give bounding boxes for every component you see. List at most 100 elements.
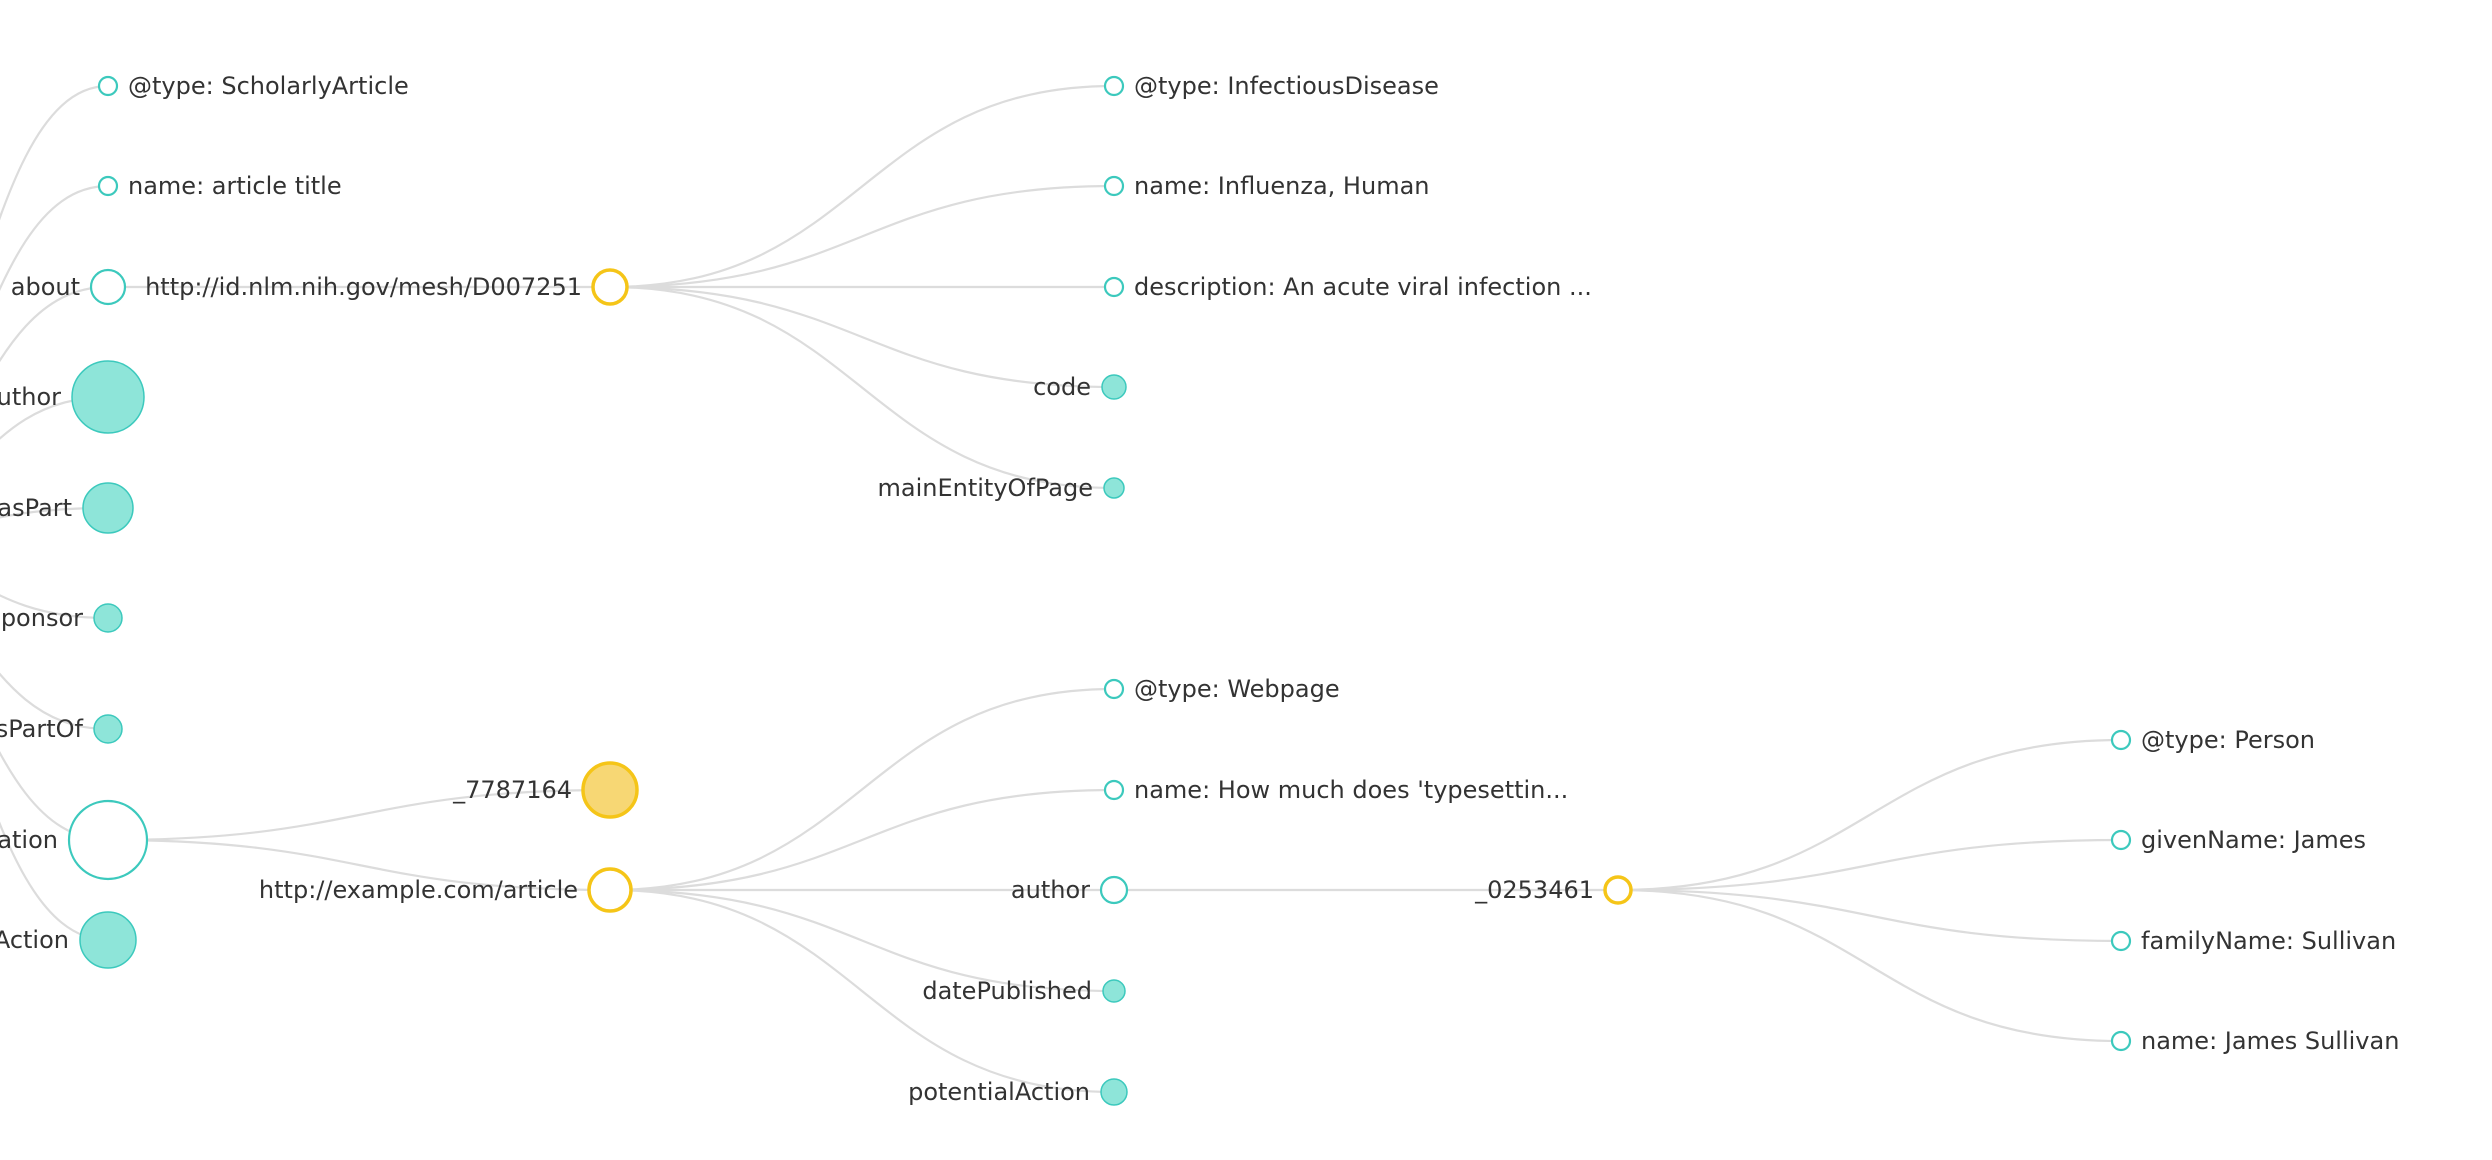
link-id-0253461-to-family-name (1617, 888, 2122, 943)
link-root-to-action-left (0, 821, 109, 942)
node-circle[interactable] (1103, 779, 1125, 801)
node-circle[interactable] (1103, 477, 1125, 499)
node-circle[interactable] (1101, 374, 1127, 400)
node-name-typesetting[interactable]: name: How much does 'typesettin... (1103, 776, 1568, 804)
link-mesh-uri-to-main-entity (609, 285, 1115, 490)
node-circle[interactable] (71, 360, 145, 434)
node-label: potentialAction (908, 1078, 1090, 1106)
node-circle[interactable] (1103, 75, 1125, 97)
node-label: name: How much does 'typesettin... (1134, 776, 1568, 804)
node-circle[interactable] (93, 714, 123, 744)
node-label: asPart (0, 494, 72, 522)
node-label: _7787164 (452, 776, 572, 804)
node-date-published[interactable]: datePublished (922, 977, 1126, 1005)
node-about[interactable]: about (11, 268, 127, 306)
node-full-name[interactable]: name: James Sullivan (2110, 1027, 2399, 1055)
node-label: mainEntityOfPage (878, 474, 1093, 502)
node-name-influenza[interactable]: name: Influenza, Human (1103, 172, 1430, 200)
node-label: familyName: Sullivan (2141, 927, 2396, 955)
node-citation[interactable]: tation (0, 799, 149, 881)
link-root-to-author-left (0, 395, 109, 440)
node-label: description: An acute viral infection ..… (1134, 273, 1592, 301)
node-circle[interactable] (587, 867, 633, 913)
node-label: @type: Webpage (1134, 675, 1340, 703)
node-example-uri[interactable]: http://example.com/article (259, 867, 633, 913)
link-root-to-has-part (0, 506, 109, 519)
node-circle[interactable] (97, 75, 119, 97)
node-circle[interactable] (89, 268, 127, 306)
node-circle[interactable] (79, 911, 137, 969)
node-code[interactable]: code (1033, 373, 1127, 401)
node-author-left[interactable]: uthor (0, 360, 145, 434)
node-label: tation (0, 826, 58, 854)
node-label: sponsor (0, 604, 83, 632)
link-root-to-type-scholarly (0, 84, 109, 221)
link-root-to-name-article (0, 184, 109, 292)
link-citation-to-id-7787164 (107, 788, 611, 842)
node-author-mid[interactable]: author (1011, 875, 1129, 905)
node-circle[interactable] (591, 268, 629, 306)
link-root-to-sponsor (0, 594, 109, 620)
node-action-left[interactable]: Action (0, 911, 137, 969)
node-mesh-uri[interactable]: http://id.nlm.nih.gov/mesh/D007251 (145, 268, 629, 306)
node-label: name: article title (128, 172, 342, 200)
node-label: givenName: James (2141, 826, 2366, 854)
node-label: sPartOf (0, 715, 84, 743)
link-example-uri-to-type-webpage (609, 687, 1115, 892)
node-circle[interactable] (1099, 875, 1129, 905)
node-description[interactable]: description: An acute viral infection ..… (1103, 273, 1592, 301)
node-circle[interactable] (2110, 1030, 2132, 1052)
node-label: http://id.nlm.nih.gov/mesh/D007251 (145, 273, 582, 301)
node-label: @type: Person (2141, 726, 2315, 754)
node-label: name: Influenza, Human (1134, 172, 1430, 200)
node-type-webpage[interactable]: @type: Webpage (1103, 675, 1340, 703)
node-type-person[interactable]: @type: Person (2110, 726, 2315, 754)
node-label: author (1011, 876, 1090, 904)
node-id-0253461[interactable]: _0253461 (1474, 875, 1633, 905)
link-mesh-uri-to-type-infectious (609, 84, 1115, 289)
node-circle[interactable] (93, 603, 123, 633)
node-circle[interactable] (2110, 729, 2132, 751)
node-label: _0253461 (1474, 876, 1594, 904)
node-sponsor[interactable]: sponsor (0, 603, 123, 633)
node-type-infectious[interactable]: @type: InfectiousDisease (1103, 72, 1439, 100)
link-id-0253461-to-given-name (1617, 838, 2122, 892)
node-circle[interactable] (67, 799, 149, 881)
node-circle[interactable] (581, 761, 639, 819)
node-circle[interactable] (1100, 1078, 1128, 1106)
node-circle[interactable] (97, 175, 119, 197)
link-id-0253461-to-type-person (1617, 738, 2122, 892)
node-circle[interactable] (2110, 829, 2132, 851)
node-circle[interactable] (2110, 930, 2132, 952)
node-id-7787164[interactable]: _7787164 (452, 761, 639, 819)
node-name-article[interactable]: name: article title (97, 172, 342, 200)
link-mesh-uri-to-code (609, 285, 1115, 389)
node-label: uthor (0, 383, 61, 411)
link-root-to-about (0, 285, 109, 363)
node-circle[interactable] (1103, 276, 1125, 298)
node-family-name[interactable]: familyName: Sullivan (2110, 927, 2396, 955)
node-has-part[interactable]: asPart (0, 482, 134, 534)
node-potential-action[interactable]: potentialAction (908, 1078, 1128, 1106)
link-id-0253461-to-full-name (1617, 888, 2122, 1043)
link-example-uri-to-name-typesetting (609, 788, 1115, 892)
tree-links (0, 84, 2122, 1094)
node-circle[interactable] (1103, 175, 1125, 197)
node-circle[interactable] (1603, 875, 1633, 905)
node-circle[interactable] (1102, 979, 1126, 1003)
node-label: code (1033, 373, 1091, 401)
node-circle[interactable] (1103, 678, 1125, 700)
node-label: datePublished (922, 977, 1092, 1005)
link-example-uri-to-potential-action (609, 888, 1115, 1094)
node-label: @type: InfectiousDisease (1134, 72, 1439, 100)
node-main-entity[interactable]: mainEntityOfPage (878, 474, 1125, 502)
node-label: Action (0, 926, 69, 954)
node-circle[interactable] (82, 482, 134, 534)
node-label: @type: ScholarlyArticle (128, 72, 409, 100)
link-example-uri-to-date-published (609, 888, 1115, 993)
node-is-part-of[interactable]: sPartOf (0, 714, 123, 744)
link-citation-to-example-uri (107, 838, 611, 892)
node-type-scholarly[interactable]: @type: ScholarlyArticle (97, 72, 409, 100)
node-label: about (11, 273, 80, 301)
node-given-name[interactable]: givenName: James (2110, 826, 2366, 854)
